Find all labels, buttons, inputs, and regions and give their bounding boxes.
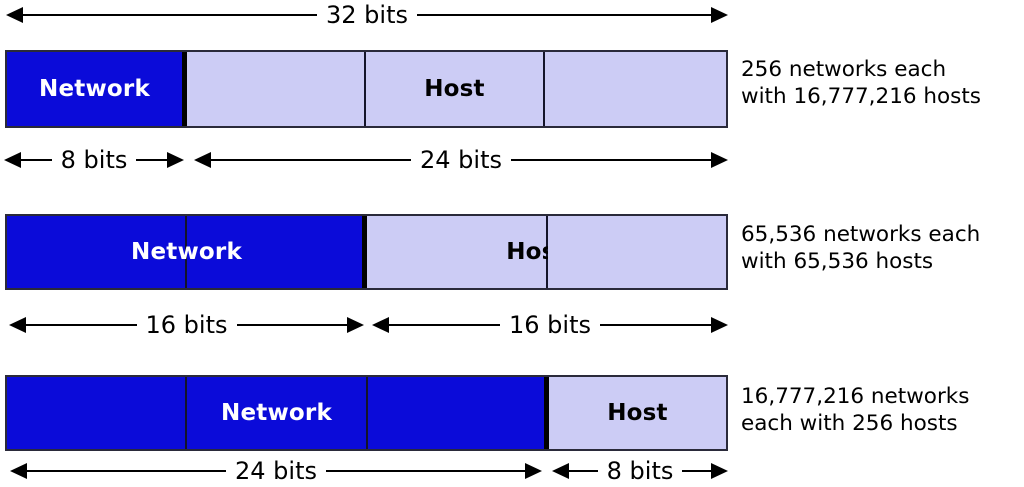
side-annotation-line-2: each with 256 hosts [741,411,958,436]
network-field-label: Network [131,238,242,265]
host-field-segment [548,216,726,288]
arrow-right-icon [347,317,364,333]
rule-line [389,323,501,327]
address-bar-class-a: Network Host [5,50,728,128]
host-field-label: Host [424,75,485,102]
measure-line: 8 bits [21,145,167,175]
arrow-left-icon [9,317,26,333]
measure-class-c-network-24-bits: 24 bits [10,456,542,486]
measure-class-b-host-16-bits: 16 bits [372,310,728,340]
measure-line: 16 bits [389,310,712,340]
measure-total-32-bits: 32 bits [6,0,728,30]
measure-class-a-host-24-bits: 24 bits [194,145,728,175]
rule-line [417,13,712,17]
host-field-segment [187,52,366,126]
rule-line [569,469,598,473]
side-annotation-class-a: 256 networks each with 16,777,216 hosts [741,56,981,110]
network-field-label: Network [39,75,150,102]
rule-line [26,323,137,327]
arrow-left-icon [372,317,389,333]
network-field-segment [7,377,187,449]
rule-line [211,158,412,162]
side-annotation-class-b: 65,536 networks each with 65,536 hosts [741,221,980,275]
rule-line [326,469,526,473]
network-field-segment [368,377,549,449]
arrow-right-icon [711,152,728,168]
side-annotation-line-1: 65,536 networks each [741,222,981,247]
measure-label: 24 bits [235,457,317,485]
arrow-right-icon [167,152,184,168]
rule-line [600,323,712,327]
side-annotation-line-1: 256 networks each [741,57,947,82]
arrow-right-icon [711,7,728,23]
measure-label: 24 bits [420,146,502,174]
address-bar-class-c: Network Host [5,375,728,451]
host-field-label: Host [607,399,668,426]
measure-line: 32 bits [23,0,712,30]
arrow-right-icon [711,317,728,333]
network-field-class-a: Network [7,52,187,126]
measure-line: 8 bits [569,456,711,486]
measure-label: 16 bits [509,311,591,339]
measure-line: 24 bits [27,456,526,486]
measure-line: 16 bits [26,310,348,340]
address-bar-class-b: Network Host [5,214,728,290]
host-field-class-c: Host [549,377,726,449]
arrow-left-icon [552,463,569,479]
rule-line [136,158,167,162]
measure-label: 8 bits [606,457,674,485]
rule-line [236,323,348,327]
measure-class-a-network-8-bits: 8 bits [4,145,184,175]
arrow-right-icon [711,463,728,479]
network-field-class-c: Network [187,377,368,449]
side-annotation-line-1: 16,777,216 networks [741,384,970,409]
arrow-left-icon [10,463,27,479]
rule-line [511,158,712,162]
host-field-class-a: Host [366,52,545,126]
host-field-class-b: Host [367,216,567,288]
rule-line [21,158,52,162]
network-field-label: Network [221,399,332,426]
arrow-left-icon [6,7,23,23]
host-field-segment [545,52,726,126]
arrow-right-icon [525,463,542,479]
measure-line: 24 bits [211,145,712,175]
network-field-class-b: Network [131,216,367,288]
rule-line [682,469,711,473]
measure-class-b-network-16-bits: 16 bits [9,310,364,340]
side-annotation-class-c: 16,777,216 networks each with 256 hosts [741,383,969,437]
arrow-left-icon [4,152,21,168]
measure-label: 32 bits [326,1,408,29]
measure-label: 16 bits [145,311,228,339]
rule-line [23,13,318,17]
side-annotation-line-2: with 65,536 hosts [741,249,934,274]
measure-label: 8 bits [60,146,128,174]
arrow-left-icon [194,152,211,168]
side-annotation-line-2: with 16,777,216 hosts [741,84,981,109]
measure-class-c-host-8-bits: 8 bits [552,456,728,486]
rule-line [27,469,227,473]
network-field-segment [7,216,187,288]
